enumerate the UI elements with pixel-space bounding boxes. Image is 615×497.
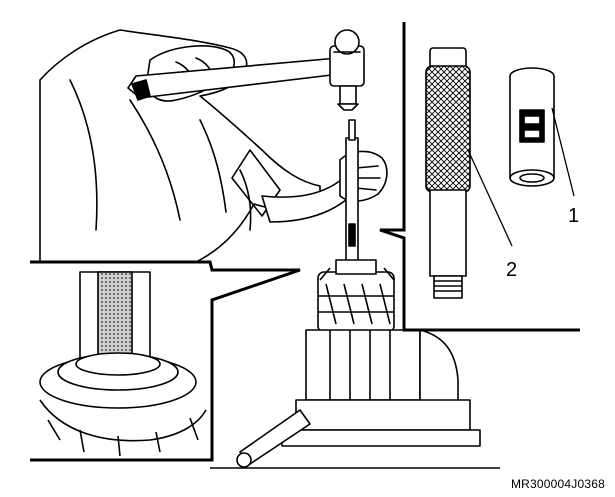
leader-line-1: [551, 107, 575, 197]
inset-frame: [30, 260, 301, 462]
figure-code: MR300004J0368: [510, 477, 605, 491]
vise-jaws: [305, 329, 421, 401]
drift-tool: [345, 119, 359, 269]
leader-line-2: [467, 149, 513, 247]
bench-vise: [210, 259, 500, 469]
knurled-handle-tool: [425, 47, 471, 299]
mechanic-arm: [39, 29, 321, 263]
mechanic-scene: [39, 29, 388, 269]
inset-closeup: [30, 260, 301, 462]
hammer-head: [329, 29, 365, 111]
armature-assembly: [317, 259, 395, 333]
tool-panel-frame: [379, 22, 580, 332]
vise-body: [295, 399, 471, 431]
tool-detail-panel: 1 2: [379, 22, 580, 332]
callout-2: 2: [506, 259, 517, 281]
callout-1: 1: [568, 205, 579, 227]
sleeve-tool: [509, 67, 555, 187]
inset-mesh-shaft: [97, 271, 133, 361]
